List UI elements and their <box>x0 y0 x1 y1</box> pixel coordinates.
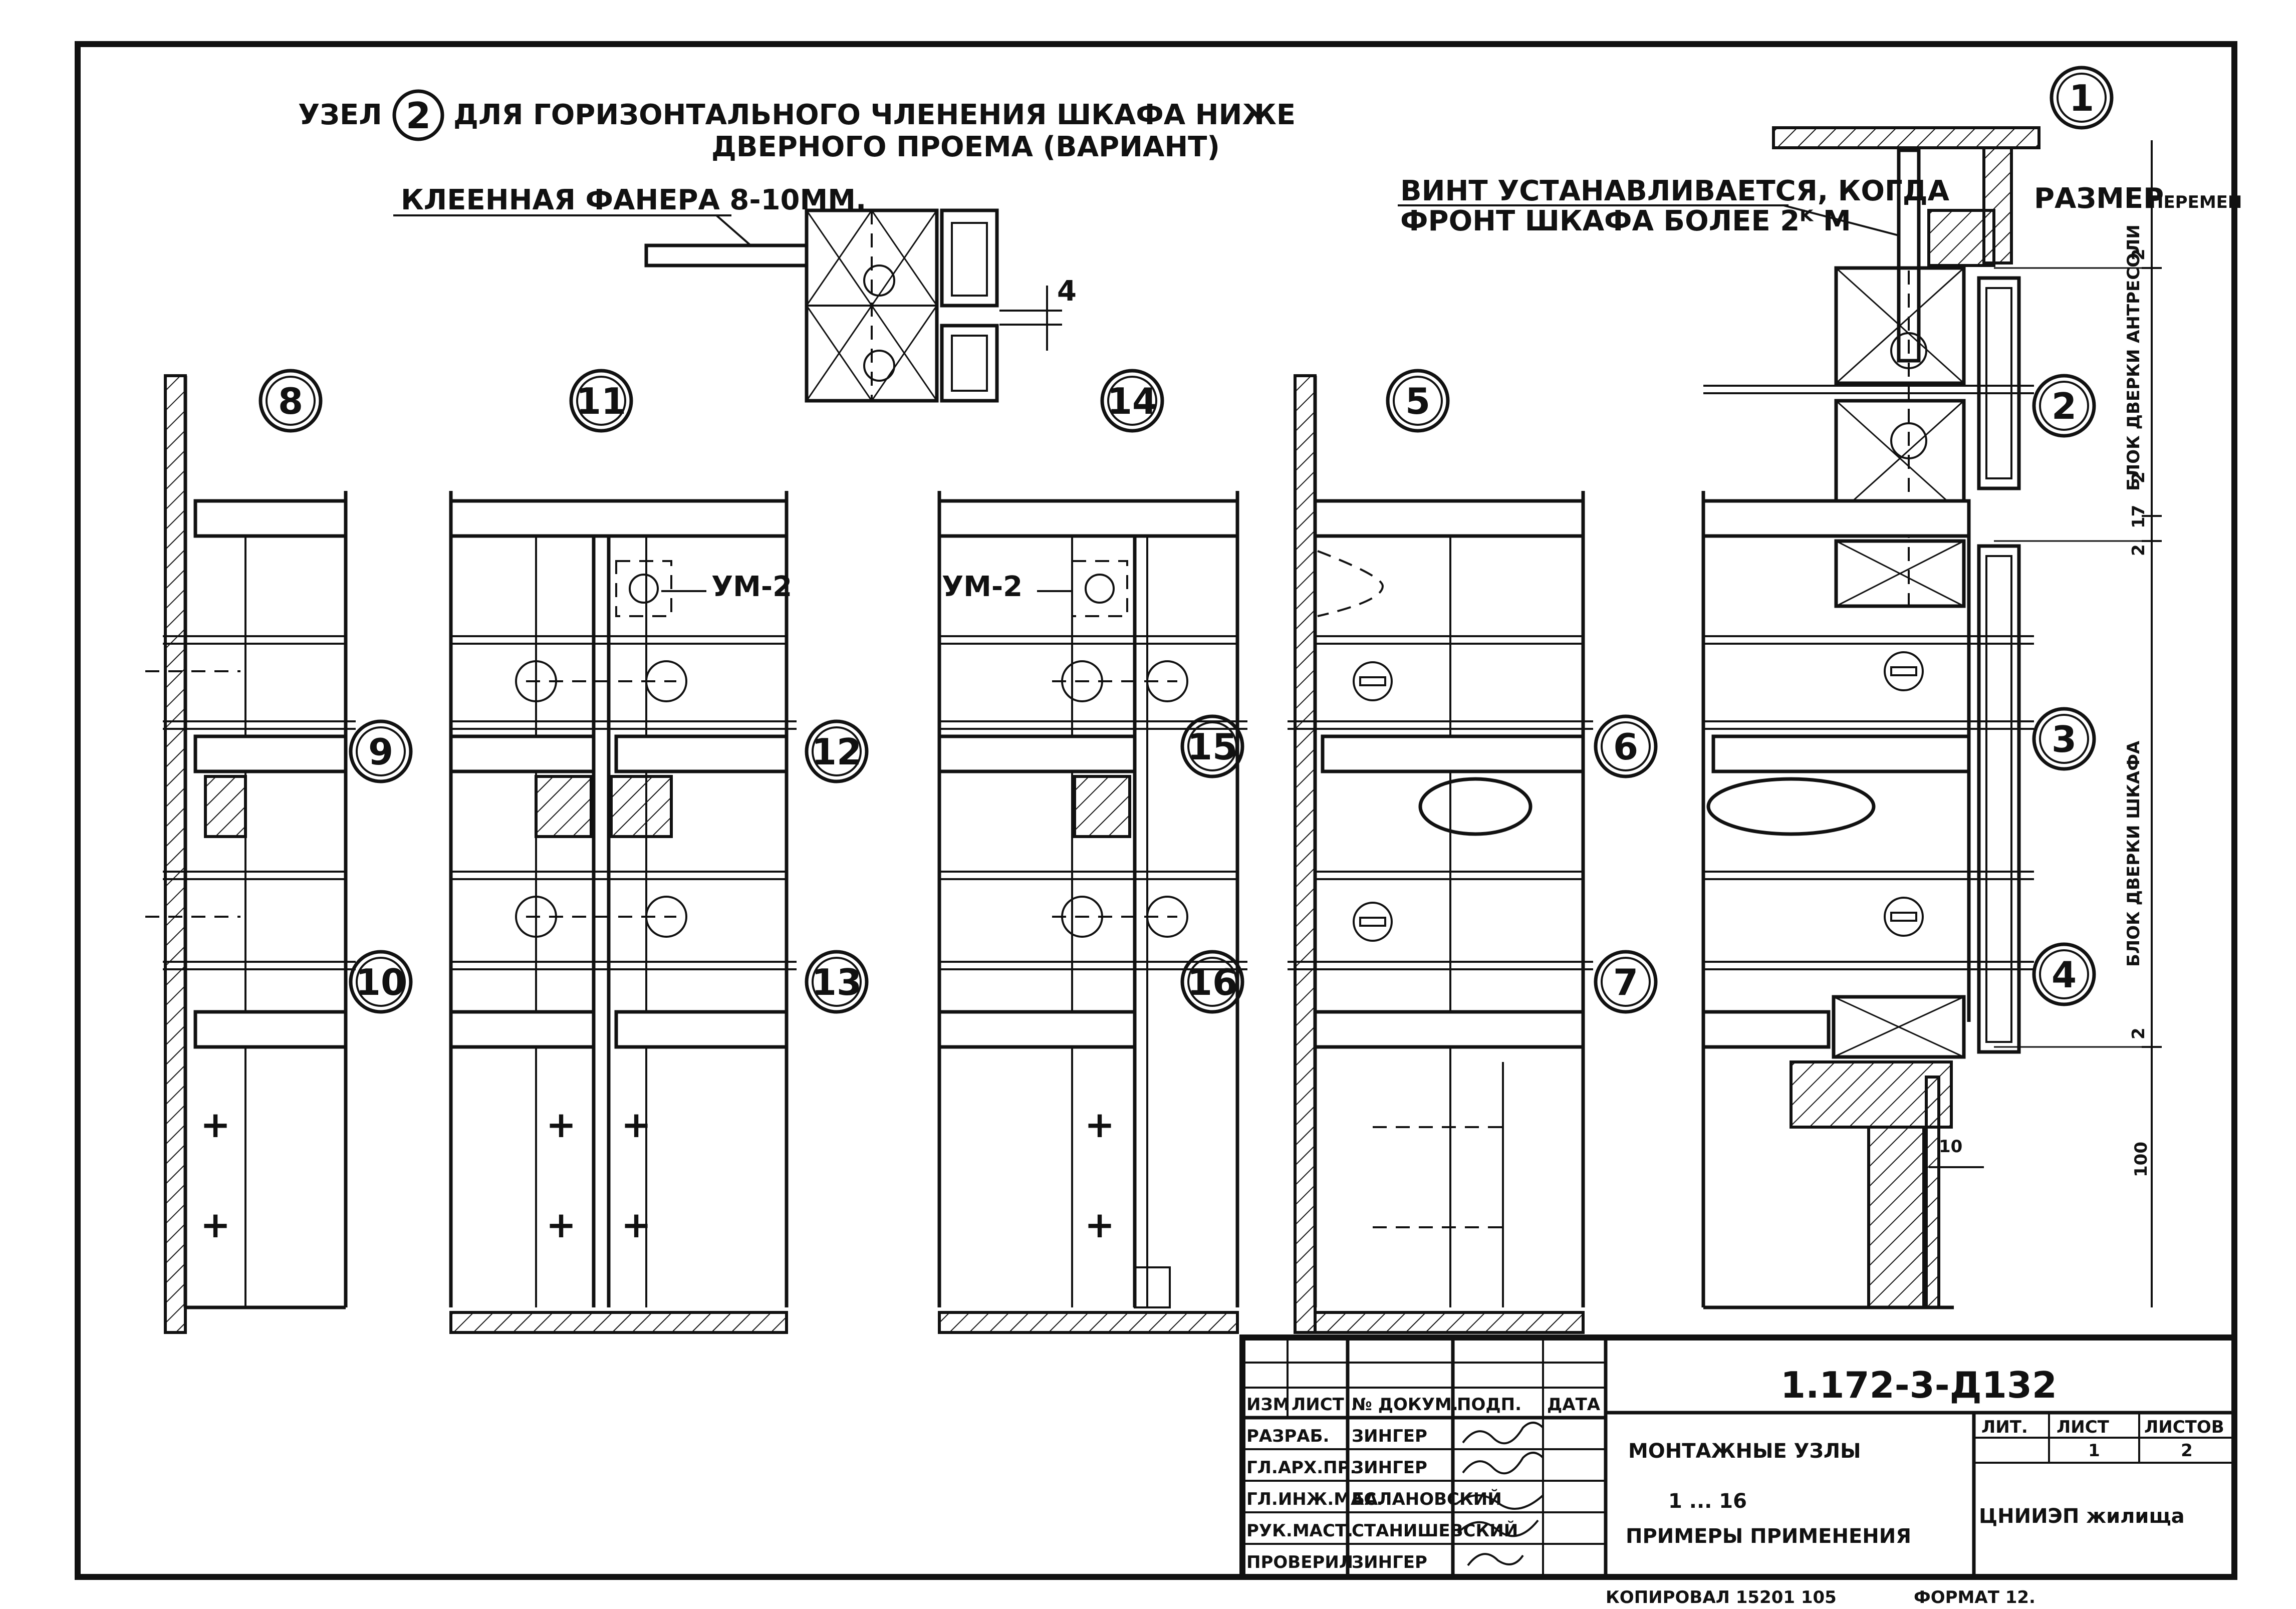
node-number: 13 <box>812 961 862 1003</box>
node-number: 7 <box>1613 961 1638 1003</box>
size-label: РАЗМЕР <box>2034 182 2164 215</box>
dim-label: 2 <box>2129 1027 2149 1039</box>
um-label: УМ-2 <box>711 571 792 603</box>
tb-role: ГЛ.АРХ.ПР. <box>1246 1458 1356 1478</box>
signature <box>1457 1519 1539 1537</box>
ceiling-hatch <box>1772 126 2040 149</box>
tb-role: ПРОВЕРИЛ <box>1246 1552 1353 1572</box>
dim-label: 2 <box>2129 248 2149 260</box>
dim-label: 17 <box>2129 505 2149 528</box>
tb-name: ЗИНГЕР <box>1352 1552 1427 1572</box>
svg-text:+: + <box>621 1204 651 1246</box>
right-section-detail: 1 ВИНТ УСТАНАВЛИВАЕТСЯ, КОГДА ФРОНТ ШКАФ… <box>1398 66 2242 1309</box>
node-number: 4 <box>2052 954 2077 996</box>
tb-sheet-value: 1 <box>2088 1441 2100 1461</box>
column-8-9-10: + + 8 9 10 <box>145 369 413 1334</box>
column-14-15-16: УМ-2 + + 14 15 16 <box>937 369 1247 1334</box>
header-node-circle <box>392 89 444 141</box>
node-number: 12 <box>812 731 862 773</box>
title-block: ИЗМ ЛИСТ № ДОКУМ. ПОДП. ДАТА РАЗРАБ. ЗИН… <box>1239 1334 2237 1607</box>
node-number: 15 <box>1187 726 1237 768</box>
tb-name: БАЛАНОВСКИЙ <box>1352 1489 1502 1509</box>
screw-note-line1: ВИНТ УСТАНАВЛИВАЕТСЯ, КОГДА <box>1400 175 1950 207</box>
tb-role: ГЛ.ИНЖ.МАС. <box>1246 1489 1383 1509</box>
svg-text:+: + <box>546 1104 576 1146</box>
svg-text:+: + <box>546 1204 576 1246</box>
node-number: 8 <box>278 380 303 422</box>
column-5-6-7: 5 6 7 <box>1288 369 1658 1334</box>
node-number: 14 <box>1107 380 1157 422</box>
tb-copied: КОПИРОВАЛ 15201 105 <box>1606 1587 1837 1607</box>
tb-name: ЗИНГЕР <box>1352 1426 1427 1446</box>
svg-text:+: + <box>621 1104 651 1146</box>
dim-label: 100 <box>2131 1142 2151 1177</box>
size-label-2: ПЕРЕМЕН <box>2149 192 2242 212</box>
node-number: 9 <box>368 731 393 773</box>
tb-sheets-value: 2 <box>2181 1441 2193 1461</box>
dim-label: 2 <box>2129 471 2149 483</box>
tb-name-line3: ПРИМЕРЫ ПРИМЕНЕНИЯ <box>1626 1525 1911 1548</box>
header-node-number: 2 <box>406 95 431 137</box>
node-number: 2 <box>2052 385 2077 427</box>
vert-label-cabinet: БЛОК ДВЕРКИ ШКАФА <box>2124 740 2144 967</box>
vert-label-mezzanine: БЛОК ДВЕРКИ АНТРЕСОЛИ <box>2124 224 2144 491</box>
svg-text:+: + <box>1085 1104 1115 1146</box>
wall-hatch <box>164 374 187 1334</box>
tb-name: СТАНИШЕВСКИЙ <box>1352 1520 1518 1541</box>
signature <box>1457 1494 1544 1510</box>
node-number: 3 <box>2052 718 2077 760</box>
node-number: 5 <box>1405 380 1430 422</box>
tb-org: ЦНИИЭП жилища <box>1979 1505 2185 1528</box>
plywood-label: КЛЕЕННАЯ ФАНЕРА 8-10ММ. <box>401 184 866 216</box>
tb-header: № ДОКУМ. <box>1352 1395 1458 1415</box>
tb-role: РАЗРАБ. <box>1246 1426 1329 1446</box>
um-label: УМ-2 <box>942 571 1023 603</box>
node-number: 16 <box>1187 961 1237 1003</box>
dim-4: 4 <box>1057 275 1077 308</box>
node-circle <box>259 369 323 433</box>
tb-sheet-label: ЛИСТ <box>2057 1417 2110 1437</box>
signature <box>1462 1452 1544 1475</box>
svg-text:+: + <box>200 1204 230 1246</box>
tb-sheets-label: ЛИСТОВ <box>2144 1417 2224 1437</box>
plywood-strip <box>644 243 809 267</box>
tb-header: ДАТА <box>1547 1395 1601 1415</box>
header-section: УЗЕЛ 2 ДЛЯ ГОРИЗОНТАЛЬНОГО ЧЛЕНЕНИЯ ШКАФ… <box>298 89 1296 403</box>
tb-name: ЗИНГЕР <box>1352 1458 1427 1478</box>
tb-format: ФОРМАТ 12. <box>1914 1587 2035 1607</box>
dim-label: 2 <box>2129 544 2149 556</box>
tb-header: ИЗМ <box>1246 1395 1290 1415</box>
tb-name-line2: 1 ... 16 <box>1668 1490 1747 1513</box>
tb-code: 1.172-3-Д132 <box>1780 1364 2057 1406</box>
signature <box>1462 1422 1544 1445</box>
header-title-prefix: УЗЕЛ <box>298 99 382 131</box>
header-title-line1: ДЛЯ ГОРИЗОНТАЛЬНОГО ЧЛЕНЕНИЯ ШКАФА НИЖЕ <box>453 99 1296 131</box>
column-11-12-13: УМ-2 + + + + 11 12 13 <box>449 369 869 1334</box>
dim-10: 10 <box>1939 1137 1962 1157</box>
node-number: 10 <box>356 961 406 1003</box>
tb-role: РУК.МАСТ. <box>1246 1521 1353 1541</box>
node-number: 6 <box>1613 726 1638 768</box>
node-1-number: 1 <box>2069 77 2094 119</box>
tb-header: ПОДП. <box>1457 1395 1521 1415</box>
tb-lit-label: ЛИТ. <box>1981 1417 2028 1437</box>
svg-text:+: + <box>1085 1204 1115 1246</box>
floor-hatch <box>449 1311 788 1334</box>
node-number: 11 <box>576 380 626 422</box>
signature <box>1467 1553 1524 1566</box>
svg-text:+: + <box>200 1104 230 1146</box>
header-title-line2: ДВЕРНОГО ПРОЕМА (ВАРИАНТ) <box>711 131 1220 163</box>
tb-header: ЛИСТ <box>1292 1395 1345 1415</box>
drawing-frame <box>75 41 2237 1580</box>
tb-name-line1: МОНТАЖНЫЕ УЗЛЫ <box>1628 1440 1861 1463</box>
screw-note-line2: ФРОНТ ШКАФА БОЛЕЕ 2ᴷ М <box>1400 205 1851 237</box>
